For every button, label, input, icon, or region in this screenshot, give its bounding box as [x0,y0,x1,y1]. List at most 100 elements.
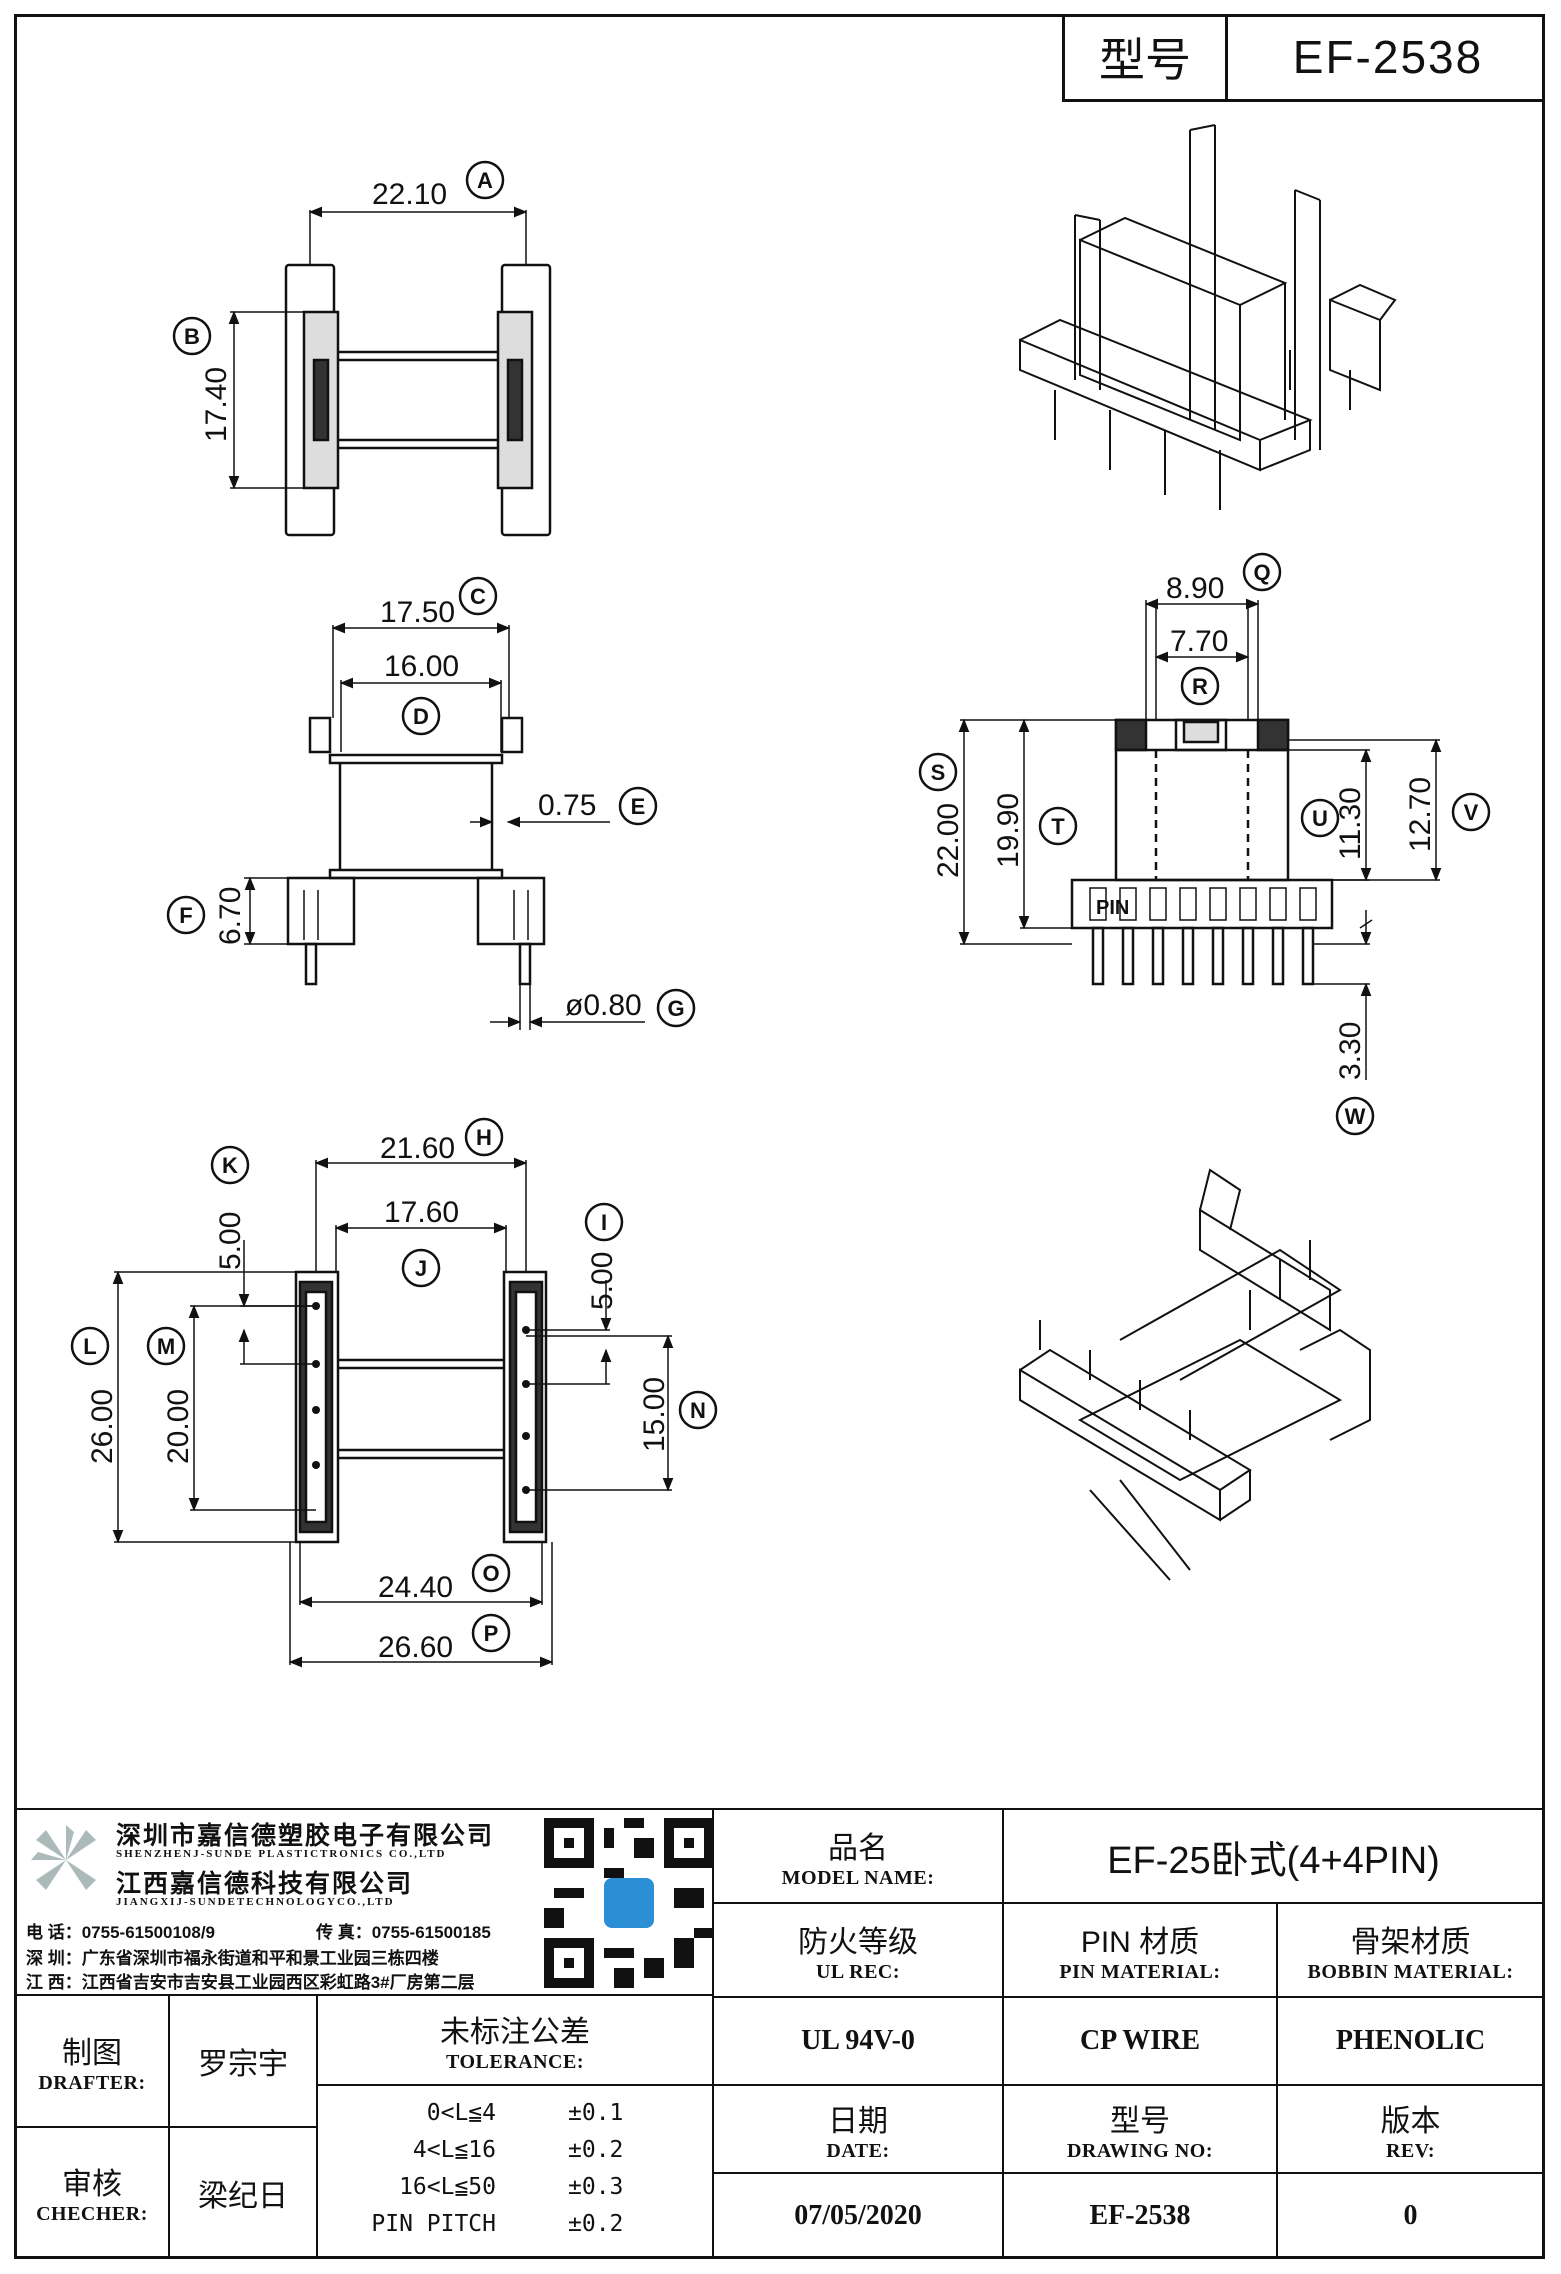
letter-f: F [166,895,206,935]
company-address-jiangxi: 江 西：江西省吉安市吉安县工业园西区彩虹路3#厂房第二层 [26,1973,475,1992]
rev-value: 0 [1276,2172,1545,2259]
date-value: 07/05/2020 [712,2172,1004,2259]
model-header-label: 型号 [1065,14,1228,99]
letter-d: D [401,696,441,736]
dim-t: 19.90 [992,793,1025,868]
dim-s: 22.00 [932,803,965,878]
letter-h: H [464,1117,504,1157]
side-view [958,598,1442,1080]
letter-b: B [172,316,212,356]
letter-a: A [465,160,505,200]
letter-r: R [1180,666,1220,706]
model-header-value: EF-2538 [1292,30,1484,83]
svg-text:O: O [482,1561,499,1586]
dim-v: 12.70 [1404,777,1437,852]
company-name-cn-1: 深圳市嘉信德塑胶电子有限公司 [116,1822,495,1850]
letter-i: I [584,1202,624,1242]
svg-text:N: N [690,1398,706,1423]
svg-text:L: L [83,1334,96,1359]
letter-q: Q [1242,552,1282,592]
dim-d: 16.00 [384,650,459,683]
company-logo [26,1820,106,1900]
svg-text:U: U [1312,806,1328,831]
dim-l: 26.00 [86,1389,119,1464]
dim-c: 17.50 [380,596,455,629]
letter-c: C [458,576,498,616]
company-info: 深圳市嘉信德塑胶电子有限公司 SHENZHENJ-SUNDE PLASTICTR… [14,1808,714,1996]
technical-drawing: 22.10 17.40 17.50 16.00 0.75 6.70 ø0.80 … [70,124,1491,1668]
front-view [244,622,645,1030]
svg-text:D: D [413,704,429,729]
dim-u: 11.30 [1334,787,1367,860]
company-address-shenzhen: 深 圳：广东省深圳市福永街道和平和景工业园三栋四楼 [26,1949,439,1968]
dim-o: 24.40 [378,1571,453,1604]
letter-p: P [471,1613,511,1653]
svg-text:T: T [1051,814,1065,839]
title-block: 深圳市嘉信德塑胶电子有限公司 SHENZHENJ-SUNDE PLASTICTR… [14,1808,1545,2259]
svg-text:I: I [601,1210,607,1235]
svg-text:K: K [222,1153,238,1178]
isometric-view-top [1019,124,1397,510]
qr-code [544,1818,714,1988]
svg-text:C: C [470,584,486,609]
letter-n: N [678,1390,718,1430]
letter-e: E [618,786,658,826]
letter-k: K [210,1145,250,1185]
letter-l: L [70,1326,110,1366]
letter-o: O [471,1553,511,1593]
svg-text:J: J [415,1256,427,1281]
svg-text:P: P [484,1621,499,1646]
company-name-en-2: JIANGXIJ-SUNDETECHNOLOGYCO.,LTD [116,1896,395,1908]
svg-text:F: F [179,903,192,928]
drafter-value: 罗宗宇 [168,1994,318,2128]
isometric-view-bottom [1019,1168,1371,1581]
company-name-en-1: SHENZHENJ-SUNDE PLASTICTRONICS CO.,LTD [116,1848,447,1860]
dim-w: 3.30 [1334,1022,1367,1080]
model-name-value: EF-25卧式(4+4PIN) [1002,1808,1545,1904]
letter-s: S [918,752,958,792]
drawing-no-value: EF-2538 [1002,2172,1278,2259]
company-tel: 电 话：0755-61500108/9 [26,1923,216,1942]
letter-m: M [146,1326,186,1366]
svg-text:A: A [477,168,493,193]
dim-g: ø0.80 [565,989,642,1022]
dim-f: 6.70 [214,887,247,945]
company-name-cn-2: 江西嘉信德科技有限公司 [116,1870,414,1898]
dim-a: 22.10 [372,178,447,211]
dimension-letters: A B C D E F G H I J K L M N O P Q R S T … [70,160,1491,1653]
top-view [228,206,552,537]
letter-u: U [1300,798,1340,838]
letter-w: W [1335,1096,1375,1136]
dim-n: 15.00 [638,1377,671,1452]
tolerance-table: 0<L≦4 ±0.1 4<L≦16 ±0.2 16<L≦50 ±0.3 PIN … [316,2084,714,2259]
pin-material-value: CP WIRE [1002,1996,1278,2086]
dim-m: 20.00 [162,1389,195,1464]
bottom-view [112,1157,674,1668]
svg-text:H: H [476,1125,492,1150]
svg-text:S: S [931,760,946,785]
ul-rec-value: UL 94V-0 [712,1996,1004,2086]
svg-text:G: G [667,996,684,1021]
dimension-values: 22.10 17.40 17.50 16.00 0.75 6.70 ø0.80 … [86,178,1437,1664]
model-header: 型号 EF-2538 [1062,14,1545,102]
dim-h: 21.60 [380,1132,455,1165]
letter-g: G [656,988,696,1028]
letter-j: J [401,1248,441,1288]
svg-text:E: E [631,794,646,819]
pin-marker: PIN [1096,897,1129,919]
letter-v: V [1451,792,1491,832]
dim-k: 5.00 [214,1212,247,1270]
dim-p: 26.60 [378,1631,453,1664]
svg-text:B: B [184,324,200,349]
svg-text:R: R [1192,674,1208,699]
dim-b: 17.40 [200,367,233,442]
letter-t: T [1038,806,1078,846]
